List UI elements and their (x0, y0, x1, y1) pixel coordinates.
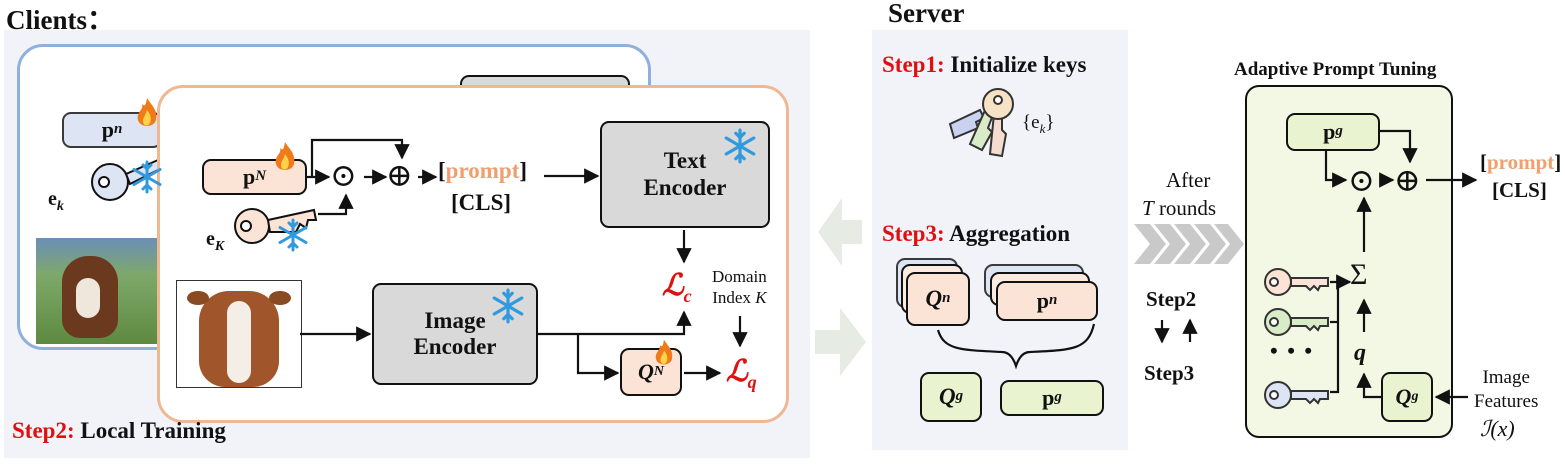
apt-q-var: q (1354, 340, 1366, 366)
apt-title: Adaptive Prompt Tuning (1234, 59, 1437, 80)
snowflake-icon (724, 128, 756, 164)
apt-oplus: ⊕ (1394, 162, 1421, 198)
step3-caption: Step3: Aggregation (882, 221, 1071, 246)
step2-caption: Step2: Local Training (12, 418, 226, 443)
domain-index-label: Domain Index K (712, 267, 767, 307)
server-step2-label: Step2 (1146, 287, 1197, 311)
flame-icon (137, 98, 157, 126)
step1-caption: Step1: Initialize keys (882, 52, 1087, 77)
apt-prompt-token: [prompt] (1480, 150, 1562, 174)
image-features-label: Image Features (1474, 367, 1539, 412)
back-key-label: ek (48, 188, 64, 214)
front-prompt-token: [prompt] (438, 158, 528, 183)
front-key-label: eK (206, 228, 225, 254)
server-to-client-arrow (818, 198, 862, 266)
keys-set-label: {ek} (1022, 112, 1055, 136)
front-odot: ⊙ (330, 157, 357, 193)
t-rounds-label: T rounds (1142, 196, 1217, 220)
flame-icon (275, 142, 295, 170)
front-oplus: ⊕ (386, 157, 413, 193)
key-icon (1264, 308, 1329, 336)
image-encoder-block: Image Encoder (372, 283, 538, 385)
front-cow-image (176, 280, 302, 388)
loss-c: ℒc (662, 269, 692, 306)
snowflake-icon (492, 288, 524, 324)
after-label: After (1166, 168, 1211, 192)
server-title: Server (888, 0, 965, 28)
feat-expr: ℐ(x) (1480, 416, 1515, 441)
apt-dots: • • • (1270, 338, 1315, 363)
text-encoder-block: Text Encoder (600, 121, 770, 228)
client-to-server-arrow (815, 308, 866, 376)
flame-icon (655, 339, 673, 365)
apt-sigma: Σ (1350, 258, 1368, 291)
key-icon (1264, 381, 1329, 409)
key-icon (1264, 268, 1329, 296)
server-step3-label: Step3 (1144, 361, 1195, 385)
snowflake-icon (278, 218, 308, 252)
snowflake-icon (132, 160, 162, 194)
apt-cls-token: [CLS] (1492, 178, 1547, 202)
back-cow-image (36, 238, 160, 344)
after-t-rounds-chevrons (1134, 224, 1244, 264)
keys-bundle-icon (948, 88, 1014, 158)
loss-q: ℒq (726, 355, 757, 392)
front-cls-token: [CLS] (451, 190, 512, 215)
apt-odot: ⊙ (1348, 162, 1375, 198)
